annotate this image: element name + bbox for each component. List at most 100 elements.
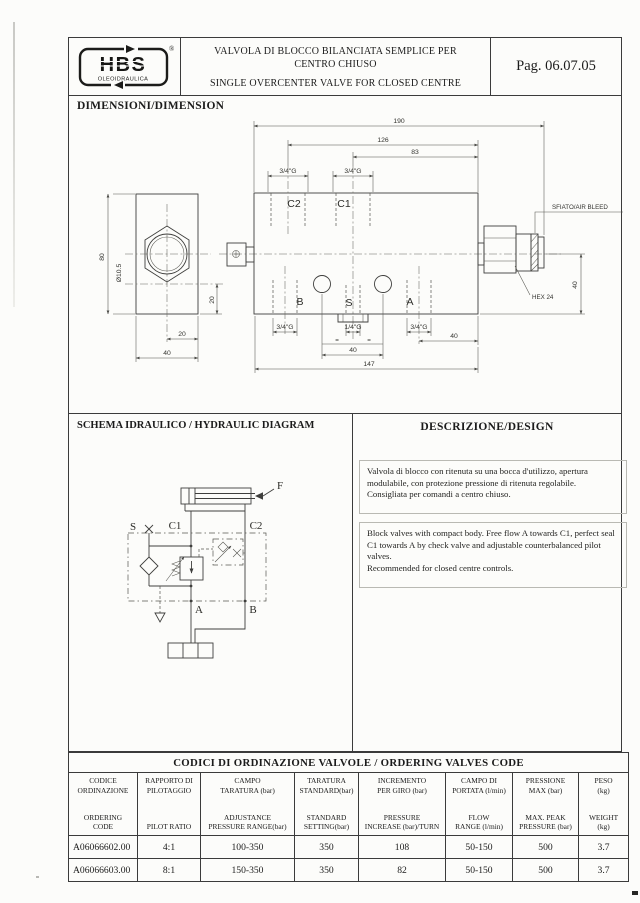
col-header-ordering-code: CODICE ORDINAZIONE ORDERING CODE — [69, 773, 137, 835]
hydraulic-schema-section: SCHEMA IDRAULICO / HYDRAULIC DIAGRAM — [69, 414, 353, 753]
col-header-flow-range: CAMPO DI PORTATA (l/min) FLOW RANGE (l/mi… — [446, 773, 512, 835]
description-italian: Valvola di blocco con ritenuta su una bo… — [359, 460, 627, 514]
force-arrow-icon — [255, 492, 263, 500]
port-label-c1: C1 — [337, 198, 351, 210]
cell-code: A06066603.00 — [68, 858, 138, 882]
dim-40-side: 40 — [163, 350, 171, 357]
schema-label-a: A — [195, 604, 203, 616]
cell-max-pressure: 500 — [512, 858, 579, 882]
port-label-c2: C2 — [287, 198, 301, 210]
dim-40-holes: 40 — [349, 347, 357, 354]
content-frame: HBS OLEOIDRAULICA ® VALVOLA DI BLOCCO BI… — [68, 37, 627, 753]
equal-mark: = — [335, 337, 339, 344]
equal-mark: = — [367, 337, 371, 344]
col-header-it: INCREMENTO PER GIRO (bar) — [377, 776, 427, 795]
cell-pressure-range: 150-350 — [200, 858, 295, 882]
dim-147: 147 — [363, 361, 375, 368]
schema-label-c2: C2 — [250, 520, 263, 532]
header: HBS OLEOIDRAULICA ® VALVOLA DI BLOCCO BI… — [69, 38, 621, 96]
table-row: A06066602.00 4:1 100-350 350 108 50-150 … — [68, 835, 630, 859]
col-header-it: TARATURA STANDARD(bar) — [299, 776, 354, 795]
cell-flow-range: 50-150 — [445, 835, 513, 859]
doc-title-italian: VALVOLA DI BLOCCO BILANCIATA SEMPLICE PE… — [214, 46, 457, 70]
col-header-en: ORDERING CODE — [83, 812, 123, 832]
logo-text: HBS — [99, 54, 146, 76]
hbs-logo: HBS OLEOIDRAULICA ® — [78, 44, 175, 89]
col-header-max-pressure: PRESSIONE MAX (bar) MAX. PEAK PRESSURE (b… — [513, 773, 578, 835]
scan-artifact-corner — [632, 891, 638, 895]
technical-drawing: 80 Ø10.5 20 20 40 — [99, 118, 623, 373]
col-header-pressure-increase: INCREMENTO PER GIRO (bar) PRESSURE INCREA… — [359, 773, 445, 835]
col-header-en: STANDARD SETTING(bar) — [303, 812, 350, 832]
col-header-en: MAX. PEAK PRESSURE (bar) — [519, 812, 572, 832]
col-header-it: PESO (kg) — [594, 776, 613, 795]
col-header-en: PRESSURE INCREASE (bar)/TURN — [364, 812, 440, 832]
cell-code: A06066602.00 — [68, 835, 138, 859]
middle-section: SCHEMA IDRAULICO / HYDRAULIC DIAGRAM — [69, 414, 627, 753]
col-header-en: FLOW RANGE (l/min) — [455, 812, 503, 832]
cell-pressure-increase: 108 — [358, 835, 446, 859]
cell-flow-range: 50-150 — [445, 858, 513, 882]
description-heading: DESCRIZIONE/DESIGN — [420, 421, 554, 433]
thread-a: 3/4"G — [410, 324, 427, 331]
dimensions-section: DIMENSIONI/DIMENSION — [69, 96, 623, 414]
col-header-it: RAPPORTO DI PILOTAGGIO — [145, 776, 193, 795]
dim-80: 80 — [99, 253, 106, 261]
col-header-it: CODICE ORDINAZIONE — [77, 776, 129, 795]
hex-24-label: HEX 24 — [532, 294, 554, 301]
cell-pilot-ratio: 4:1 — [137, 835, 201, 859]
col-header-it: CAMPO DI PORTATA (l/min) — [452, 776, 506, 795]
logo-arrow-bottom-icon — [113, 80, 123, 89]
logo-cell: HBS OLEOIDRAULICA ® — [69, 38, 181, 95]
cell-standard-setting: 350 — [294, 858, 359, 882]
side-view: 80 Ø10.5 20 20 40 — [99, 193, 223, 362]
col-header-en: WEIGHT (kg) — [588, 812, 619, 832]
dimensions-heading: DIMENSIONI/DIMENSION — [77, 100, 225, 112]
ordering-table-section: CODICI DI ORDINAZIONE VALVOLE / ORDERING… — [67, 752, 630, 882]
thread-s: 1/4"G — [344, 324, 361, 331]
title-cell: VALVOLA DI BLOCCO BILANCIATA SEMPLICE PE… — [181, 38, 491, 95]
dim-20-horiz: 20 — [178, 331, 186, 338]
table-header-row: CODICE ORDINAZIONE ORDERING CODE RAPPORTO… — [68, 772, 630, 836]
doc-title-english: SINGLE OVERCENTER VALVE FOR CLOSED CENTR… — [209, 78, 462, 89]
col-header-weight: PESO (kg) WEIGHT (kg) — [579, 773, 628, 835]
description-section: DESCRIZIONE/DESIGN Valvola di blocco con… — [353, 414, 627, 753]
col-header-standard-setting: TARATURA STANDARD(bar) STANDARD SETTING(b… — [295, 773, 358, 835]
description-english: Block valves with compact body. Free flo… — [359, 522, 627, 588]
schema-heading: SCHEMA IDRAULICO / HYDRAULIC DIAGRAM — [77, 420, 315, 431]
schema-label-b: B — [249, 604, 256, 616]
front-view: 190 126 83 3/4"G — [219, 118, 623, 373]
schema-label-s: S — [130, 521, 136, 533]
ordering-table: CODICI DI ORDINAZIONE VALVOLE / ORDERING… — [67, 752, 630, 882]
col-header-pressure-range: CAMPO TARATURA (bar) ADJUSTANCE PRESSURE … — [201, 773, 294, 835]
logo-subtext: OLEOIDRAULICA — [97, 76, 148, 82]
port-label-b: B — [296, 296, 303, 308]
scan-artifact-speck — [36, 876, 39, 878]
cell-weight: 3.7 — [577, 835, 630, 859]
port-label-a: A — [406, 296, 413, 308]
dim-190: 190 — [393, 118, 405, 125]
registered-mark: ® — [169, 45, 175, 53]
col-header-it: PRESSIONE MAX (bar) — [525, 776, 566, 795]
col-header-en: ADJUSTANCE PRESSURE RANGE(bar) — [208, 812, 287, 832]
dim-126: 126 — [377, 137, 389, 144]
schema-label-c1: C1 — [169, 520, 182, 532]
table-row: A06066603.00 8:1 150-350 350 82 50-150 5… — [68, 858, 630, 882]
dim-40-a: 40 — [450, 333, 458, 340]
col-header-it: CAMPO TARATURA (bar) — [220, 776, 275, 795]
cell-pressure-increase: 82 — [358, 858, 446, 882]
cell-max-pressure: 500 — [512, 835, 579, 859]
logo-arrow-top-icon — [125, 44, 135, 53]
hydraulic-diagram: F — [127, 480, 283, 659]
dim-hole-diameter: Ø10.5 — [116, 264, 123, 283]
dim-40-height: 40 — [572, 281, 579, 289]
cell-weight: 3.7 — [577, 858, 630, 882]
dim-83: 83 — [411, 149, 419, 156]
dim-20-vert: 20 — [209, 296, 216, 304]
cell-pilot-ratio: 8:1 — [137, 858, 201, 882]
thread-b: 3/4"G — [276, 324, 293, 331]
port-label-s: S — [345, 297, 352, 309]
air-bleed-label: SFIATO/AIR BLEED — [552, 204, 608, 211]
